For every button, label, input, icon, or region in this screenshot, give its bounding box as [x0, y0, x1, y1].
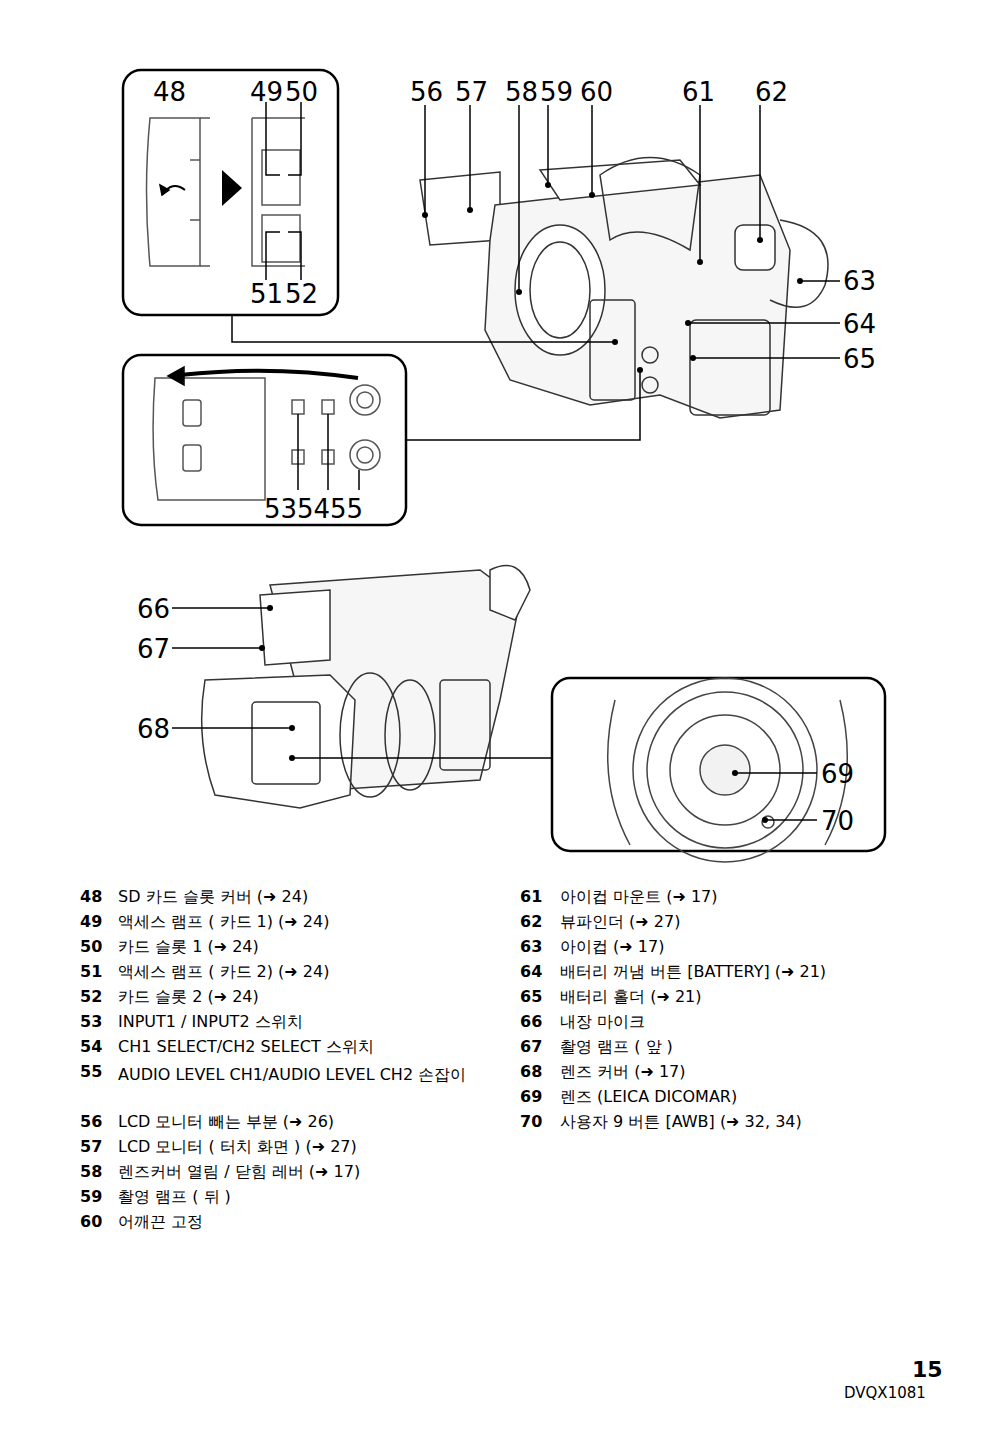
part-name: 배터리 꺼냄 버튼 [BATTERY] (➜ 21): [560, 962, 826, 981]
part-name: AUDIO LEVEL CH1/AUDIO LEVEL CH2 손잡이: [118, 1062, 488, 1087]
callout-number: 61: [682, 77, 715, 108]
part-number: 57: [80, 1137, 102, 1156]
part-name: 촬영 램프 ( 앞 ): [560, 1037, 673, 1056]
part-name: 액세스 램프 ( 카드 1) (➜ 24): [118, 912, 329, 931]
part-name: 촬영 램프 ( 뒤 ): [118, 1187, 231, 1206]
part-number: 49: [80, 912, 102, 931]
inset-panel: 535455: [123, 355, 406, 525]
lens-drawing: [608, 678, 848, 862]
callout-number: 56: [410, 77, 443, 108]
part-name: 내장 마이크: [560, 1012, 645, 1031]
part-number: 53: [80, 1012, 102, 1031]
part-name: 카드 슬롯 2 (➜ 24): [118, 987, 259, 1006]
switch-panel-drawing: [153, 378, 380, 500]
part-name: INPUT1 / INPUT2 스위치: [118, 1012, 303, 1031]
callout-number: 58: [505, 77, 538, 108]
part-number: 58: [80, 1162, 102, 1181]
callout-number: 62: [755, 77, 788, 108]
leader-line: [298, 414, 359, 490]
callout-number: 68: [137, 714, 170, 745]
part-name: 배터리 홀더 (➜ 21): [560, 987, 702, 1006]
part-number: 59: [80, 1187, 102, 1206]
callout-number: 57: [455, 77, 488, 108]
part-name: 렌즈 커버 (➜ 17): [560, 1062, 686, 1081]
part-number: 69: [520, 1087, 542, 1106]
callout-number: 67: [137, 634, 170, 665]
step-arrow: [222, 170, 242, 206]
part-number: 51: [80, 962, 102, 981]
open-arrow: [180, 371, 358, 378]
callout-number: 64: [843, 309, 876, 340]
part-name: 아이컵 (➜ 17): [560, 937, 664, 956]
part-name: 어깨끈 고정: [118, 1212, 203, 1231]
part-number: 50: [80, 937, 102, 956]
page-number: 15: [912, 1357, 943, 1383]
inset-frame: [552, 678, 885, 851]
part-name: LCD 모니터 빼는 부분 (➜ 26): [118, 1112, 334, 1131]
part-number: 65: [520, 987, 542, 1006]
callout-number: 66: [137, 594, 170, 625]
part-number: 62: [520, 912, 542, 931]
part-number: 54: [80, 1037, 102, 1056]
callout-number: 52: [285, 279, 318, 310]
part-number: 66: [520, 1012, 542, 1031]
leader-line: [266, 102, 301, 280]
part-name: 뷰파인더 (➜ 27): [560, 912, 680, 931]
part-number: 56: [80, 1112, 102, 1131]
part-name: SD 카드 슬롯 커버 (➜ 24): [118, 887, 308, 906]
callout-number: 49: [250, 77, 283, 108]
inset-panel: 48 4950 5152: [123, 70, 338, 315]
callout-number: 70: [821, 806, 854, 837]
part-name: 렌즈커버 열림 / 닫힘 레버 (➜ 17): [118, 1162, 360, 1181]
part-name: 렌즈 (LEICA DICOMAR): [560, 1087, 737, 1106]
part-number: 63: [520, 937, 542, 956]
callout-number: 48: [153, 77, 186, 108]
callout-number: 60: [580, 77, 613, 108]
part-name: 액세스 램프 ( 카드 2) (➜ 24): [118, 962, 329, 981]
part-number: 64: [520, 962, 542, 981]
card-slot-drawing: [147, 118, 306, 266]
part-name: CH1 SELECT/CH2 SELECT 스위치: [118, 1037, 374, 1056]
camera-body: [420, 158, 828, 419]
document-code: DVQX1081: [844, 1384, 926, 1402]
part-name: 카드 슬롯 1 (➜ 24): [118, 937, 259, 956]
arrow-head: [168, 367, 184, 385]
part-name: 아이컵 마운트 (➜ 17): [560, 887, 718, 906]
callout-number: 50: [285, 77, 318, 108]
part-number: 67: [520, 1037, 542, 1056]
part-name: 사용자 9 버튼 [AWB] (➜ 32, 34): [560, 1112, 802, 1131]
callout-number: 59: [540, 77, 573, 108]
inset-frame: [123, 70, 338, 315]
callout-number: 54: [297, 494, 330, 525]
part-number: 70: [520, 1112, 542, 1131]
leader-dot: [259, 182, 803, 823]
callout-number: 63: [843, 266, 876, 297]
callout-number: 69: [821, 759, 854, 790]
arrow-head: [160, 185, 169, 195]
inset-frame: [123, 355, 406, 525]
part-name: LCD 모니터 ( 터치 화면 ) (➜ 27): [118, 1137, 357, 1156]
part-number: 48: [80, 887, 102, 906]
part-number: 52: [80, 987, 102, 1006]
part-number: 60: [80, 1212, 102, 1231]
part-number: 68: [520, 1062, 542, 1081]
camera-body: [202, 566, 530, 809]
callout-number: 53: [264, 494, 297, 525]
callout-number: 55: [330, 494, 363, 525]
part-number: 55: [80, 1062, 102, 1081]
leader-line: [172, 105, 840, 820]
part-number: 61: [520, 887, 542, 906]
callout-number: 65: [843, 344, 876, 375]
callout-number: 51: [250, 279, 283, 310]
